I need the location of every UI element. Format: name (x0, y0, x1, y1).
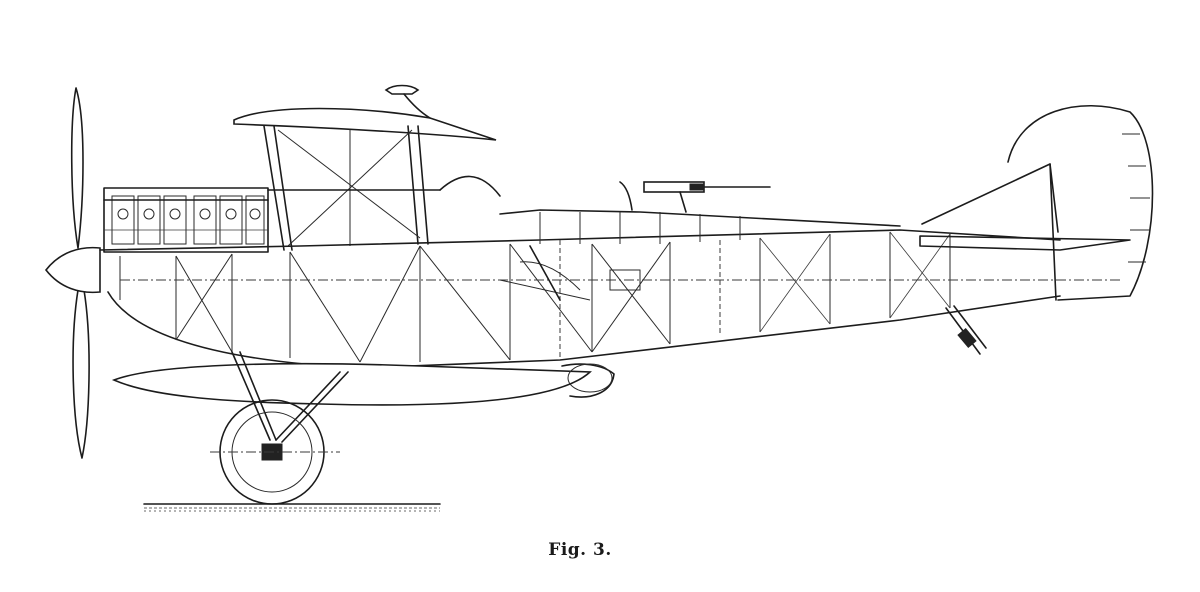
cockpit (499, 245, 641, 301)
tailplane (919, 235, 1131, 251)
ground-line (143, 503, 441, 512)
fuselage-truss (119, 231, 1120, 363)
spinner (44, 246, 101, 294)
figure-caption: Fig. 3. (548, 540, 612, 560)
tail-skid (945, 305, 987, 355)
lower-wing (111, 362, 615, 406)
tail (919, 105, 1154, 301)
landing-gear (210, 351, 349, 505)
upper-wing (233, 84, 497, 141)
propeller (44, 87, 101, 459)
engine (103, 187, 269, 253)
fuselage (99, 175, 1061, 369)
gravity-tank (384, 84, 420, 95)
machine-gun (619, 181, 771, 213)
struts (263, 125, 429, 251)
